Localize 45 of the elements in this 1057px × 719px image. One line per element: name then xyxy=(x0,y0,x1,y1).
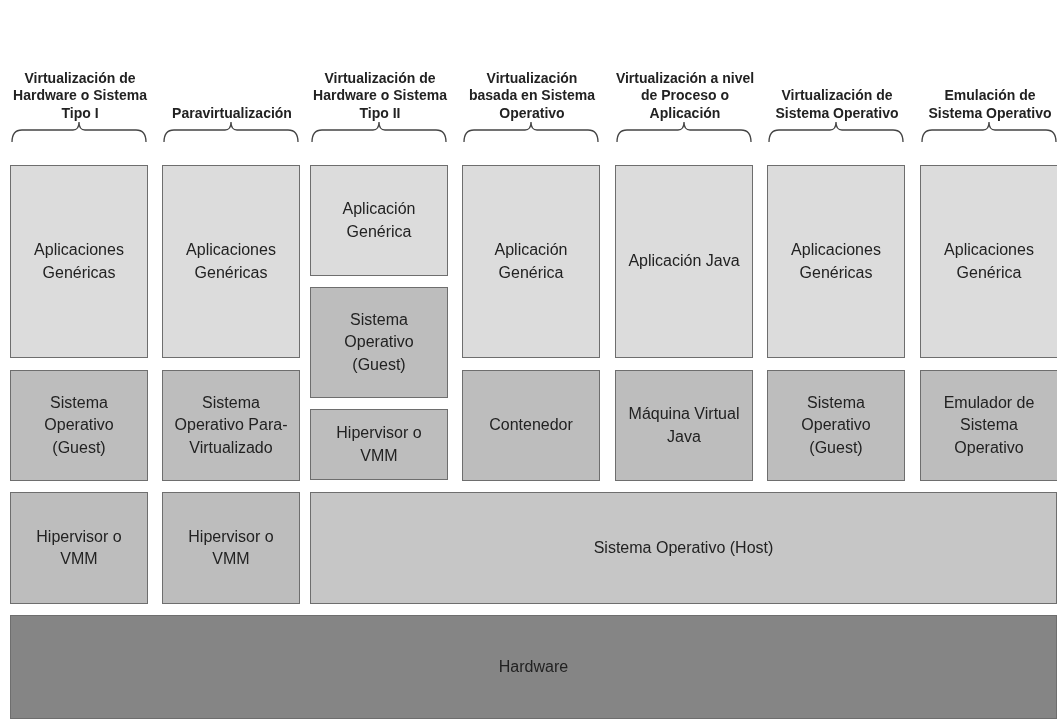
layer-label: Sistema Operativo (Guest) xyxy=(43,392,115,458)
layer-box xyxy=(767,165,905,358)
layer-label: Aplicación Genérica xyxy=(493,240,569,283)
layer-label: Hipervisor o VMM xyxy=(335,423,423,466)
layer-box xyxy=(10,370,148,481)
layer-label: Hardware xyxy=(497,656,570,677)
layer-label: Sistema Operativo (Guest) xyxy=(800,392,872,458)
layer-box xyxy=(920,165,1057,358)
layer-label: Aplicación Java xyxy=(627,251,741,272)
layer-box xyxy=(10,492,148,604)
column-heading: Emulación de Sistema Operativo xyxy=(927,87,1053,122)
layer-box xyxy=(10,165,148,358)
layer-label: Sistema Operativo (Guest) xyxy=(343,309,415,375)
layer-label: Contenedor xyxy=(488,415,574,436)
layer-label: Aplicaciones Genéricas xyxy=(33,240,125,283)
layer-label: Hipervisor o VMM xyxy=(35,526,123,569)
column-heading: Virtualización basada en Sistema Operativo xyxy=(467,69,597,122)
column-heading: Virtualización de Hardware o Sistema Tipo II xyxy=(312,69,448,122)
layer-label: Aplicaciones Genérica xyxy=(943,240,1035,283)
layer-label: Aplicación Genérica xyxy=(341,199,417,242)
layer-label: Sistema Operativo Para-Virtualizado xyxy=(173,392,289,458)
layer-box xyxy=(462,370,600,481)
layer-box xyxy=(615,165,753,358)
layer-label: Emulador de Sistema Operativo xyxy=(942,392,1036,458)
layer-box xyxy=(162,165,300,358)
layer-box xyxy=(310,287,448,398)
layer-box xyxy=(162,370,300,481)
layer-label: Máquina Virtual Java xyxy=(627,404,741,447)
layer-box xyxy=(615,370,753,481)
layer-box xyxy=(920,370,1057,481)
hardware-layer-box xyxy=(10,615,1057,719)
layer-label: Aplicaciones Genéricas xyxy=(185,240,277,283)
layer-label: Aplicaciones Genéricas xyxy=(790,240,882,283)
layer-label: Hipervisor o VMM xyxy=(187,526,275,569)
layer-box xyxy=(310,409,448,480)
layer-box xyxy=(767,370,905,481)
layer-box xyxy=(462,165,600,358)
column-heading: Virtualización de Hardware o Sistema Tipo I xyxy=(12,69,148,122)
layer-box xyxy=(310,165,448,276)
layer-label: Sistema Operativo (Host) xyxy=(592,537,775,558)
column-heading: Paravirtualización xyxy=(171,104,293,122)
column-heading: Virtualización de Sistema Operativo xyxy=(774,87,900,122)
column-heading: Virtualización a nivel de Proceso o Aplicación xyxy=(615,69,755,122)
layer-box xyxy=(162,492,300,604)
host-layer-box xyxy=(310,492,1057,604)
